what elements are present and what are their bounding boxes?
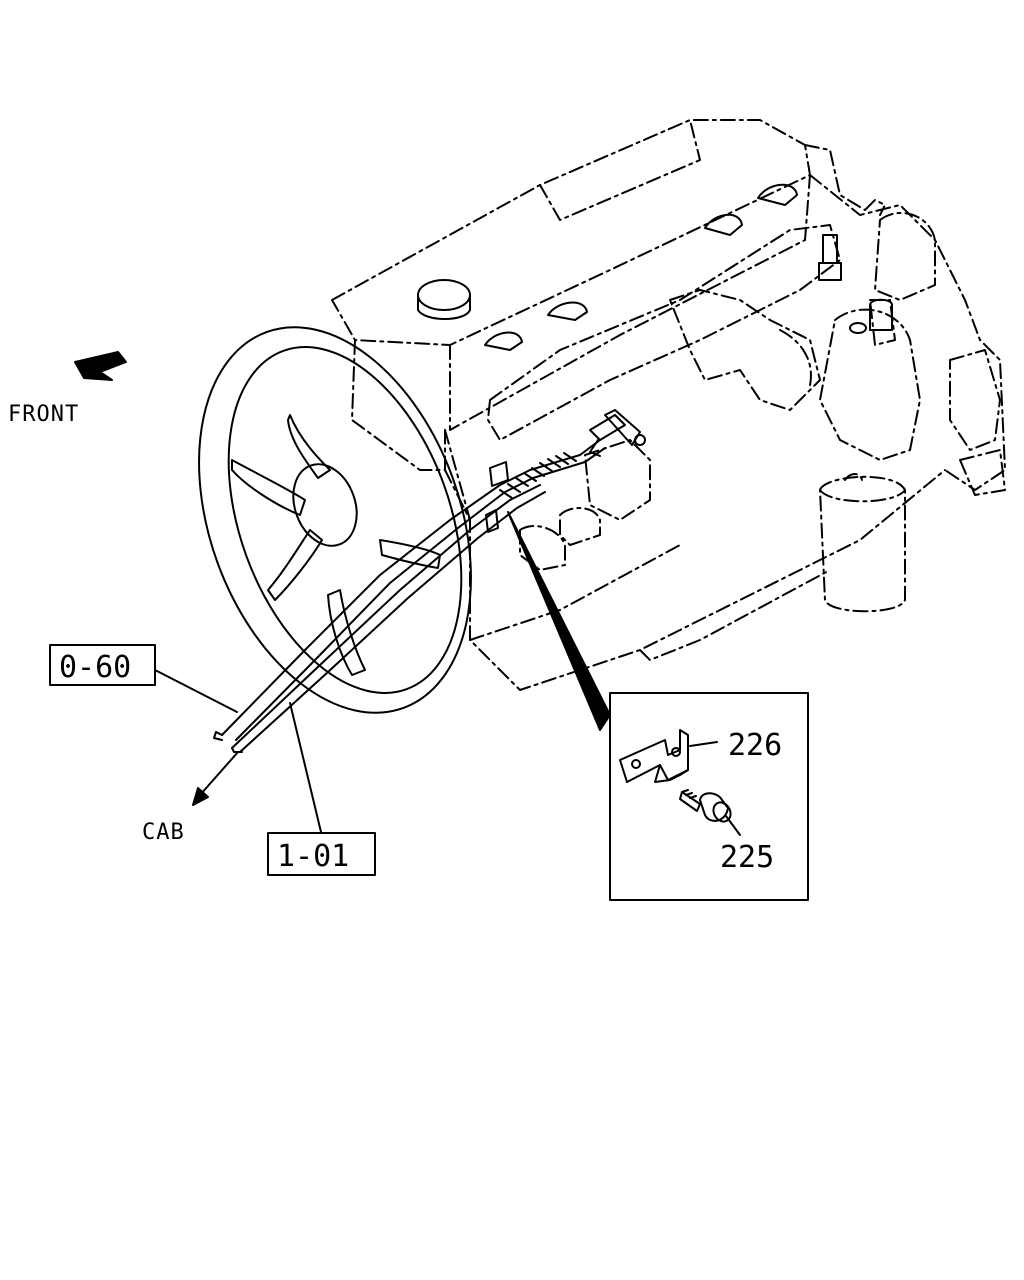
ref-upper-label: 0-60 — [59, 650, 131, 685]
part-225-label: 225 — [720, 840, 774, 875]
bracket-226 — [619, 729, 689, 783]
cab-label: CAB — [142, 820, 185, 845]
front-label: FRONT — [8, 402, 79, 427]
bolt-225 — [679, 789, 732, 823]
cab-arrow-icon — [192, 751, 239, 806]
ref-upper-leader — [154, 669, 238, 713]
ref-box-lower — [267, 832, 376, 876]
control-cables — [213, 409, 646, 753]
detail-inset-box — [609, 692, 809, 901]
ref-box-upper — [49, 644, 156, 686]
cooling-fan — [198, 326, 472, 714]
front-arrow-icon — [74, 351, 127, 381]
part-226-leader — [689, 741, 718, 747]
valve-cover-caps — [417, 183, 893, 351]
ref-lower-label: 1-01 — [277, 839, 349, 874]
part-225-leader — [725, 815, 741, 836]
engine-block-outline — [331, 119, 1006, 691]
part-226-label: 226 — [728, 728, 782, 763]
detail-callout-leader — [507, 511, 611, 731]
ref-lower-leader — [289, 702, 322, 833]
